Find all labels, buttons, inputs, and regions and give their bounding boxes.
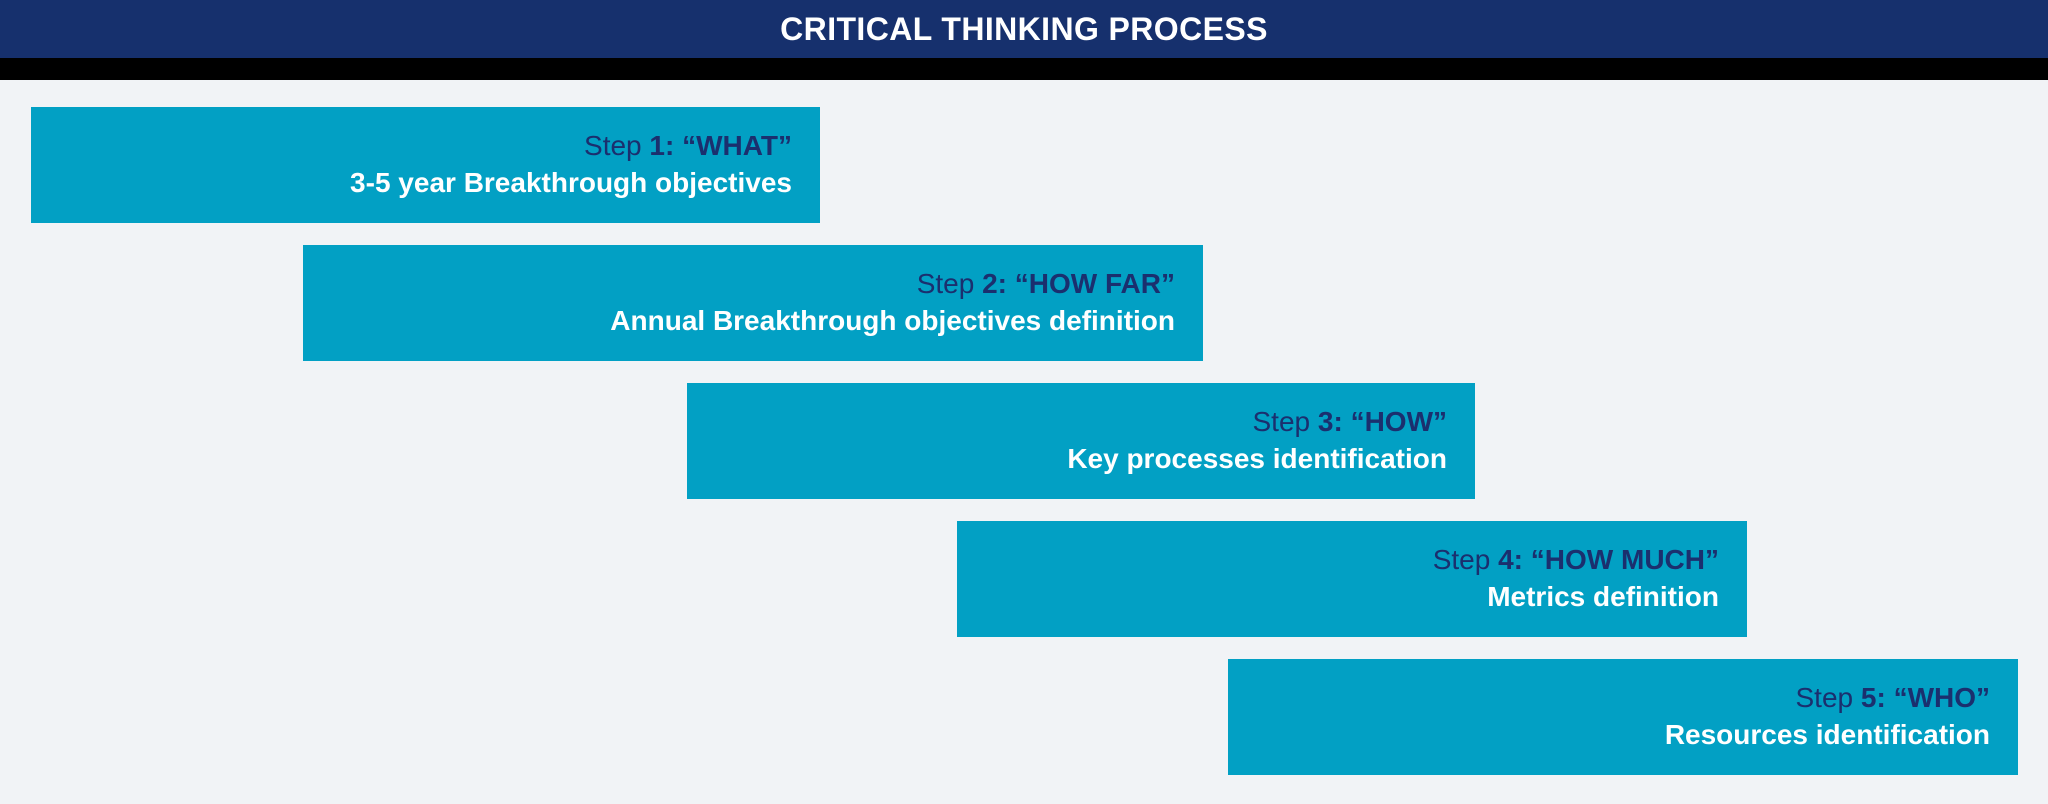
step-label-5: Step <box>1795 681 1854 713</box>
header-bar: CRITICAL THINKING PROCESS <box>0 0 2048 58</box>
step-bar-4[interactable]: Step 4: “HOW MUCH” Metrics definition <box>957 521 1747 637</box>
step-number-3: 3: <box>1317 405 1343 437</box>
step-label-4: Step <box>1432 543 1491 575</box>
step-heading-5: Step 5: “WHO” <box>1795 682 1990 714</box>
page-title: CRITICAL THINKING PROCESS <box>780 11 1268 47</box>
step-label-3: Step <box>1252 405 1311 437</box>
step-description-4: Metrics definition <box>1487 581 1719 613</box>
step-description-3: Key processes identification <box>1067 443 1447 475</box>
steps-staircase: Step 1: “WHAT” 3-5 year Breakthrough obje… <box>0 80 2048 804</box>
step-heading-3: Step 3: “HOW” <box>1252 406 1447 438</box>
step-question-5: “WHO” <box>1893 681 1990 713</box>
step-heading-4: Step 4: “HOW MUCH” <box>1433 544 1719 576</box>
step-number-5: 5: <box>1860 681 1886 713</box>
step-label-2: Step <box>916 267 975 299</box>
step-question-1: “WHAT” <box>682 129 792 161</box>
step-question-4: “HOW MUCH” <box>1530 543 1719 575</box>
step-bar-5[interactable]: Step 5: “WHO” Resources identification <box>1228 659 2018 775</box>
step-description-2: Annual Breakthrough objectives definitio… <box>610 305 1175 337</box>
step-description-5: Resources identification <box>1664 719 1990 751</box>
step-description-1: 3-5 year Breakthrough objectives <box>350 167 792 199</box>
step-number-4: 4: <box>1498 543 1524 575</box>
step-question-2: “HOW FAR” <box>1014 267 1175 299</box>
step-heading-1: Step 1: “WHAT” <box>584 130 792 162</box>
step-heading-2: Step 2: “HOW FAR” <box>917 268 1175 300</box>
step-bar-3[interactable]: Step 3: “HOW” Key processes identificatio… <box>687 383 1475 499</box>
step-question-3: “HOW” <box>1350 405 1447 437</box>
header-divider-rule <box>0 58 2048 80</box>
step-bar-1[interactable]: Step 1: “WHAT” 3-5 year Breakthrough obje… <box>31 107 820 223</box>
step-label-1: Step <box>584 129 642 161</box>
step-bar-2[interactable]: Step 2: “HOW FAR” Annual Breakthrough obj… <box>303 245 1203 361</box>
step-number-2: 2: <box>982 267 1007 299</box>
step-number-1: 1: <box>649 129 675 161</box>
